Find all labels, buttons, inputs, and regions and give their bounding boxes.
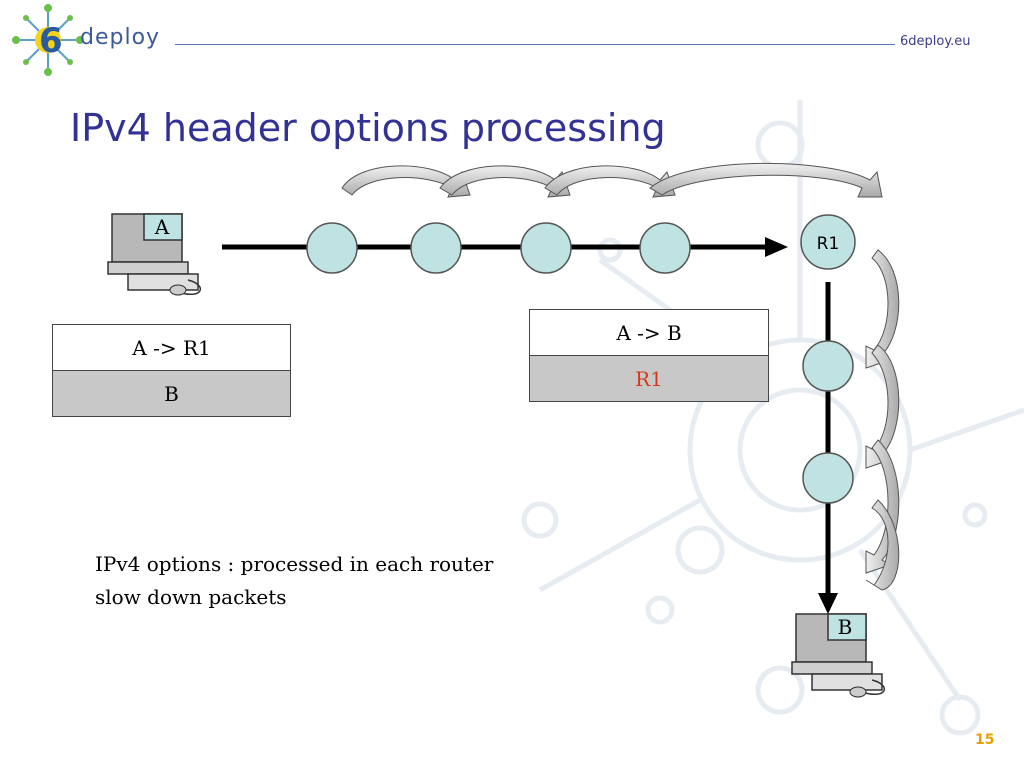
computer-b-icon — [791, 613, 885, 698]
header-table-source: A -> R1 B — [52, 324, 291, 417]
header-router-row1: A -> B — [530, 310, 768, 356]
router-label: R1 — [817, 234, 840, 254]
header-rule — [175, 44, 895, 45]
computer-a-icon — [107, 213, 201, 296]
header-table-after-router: A -> B R1 — [529, 309, 769, 402]
arrowhead-to-r1 — [765, 237, 788, 257]
logo-6deploy: 6 — [12, 4, 84, 76]
caption: IPv4 options : processed in each router … — [95, 548, 493, 614]
caption-line-2: slow down packets — [95, 585, 287, 609]
hop-arrows-horizontal — [341, 162, 883, 198]
host-a-label: A — [154, 215, 170, 239]
svg-text:6: 6 — [39, 21, 63, 61]
hop-arrows-vertical — [865, 249, 900, 591]
hop-node-1 — [306, 222, 358, 274]
router-node-r1 — [800, 214, 856, 270]
arrowhead-to-b — [818, 593, 838, 614]
caption-line-1: IPv4 options : processed in each router — [95, 552, 494, 576]
logo-text: deploy — [80, 25, 161, 50]
header-source-row2: B — [53, 371, 290, 416]
hop-node-2 — [410, 222, 462, 274]
header-source-row1: A -> R1 — [53, 325, 290, 371]
site-url: 6deploy.eu — [900, 34, 971, 49]
hop-node-4 — [639, 222, 691, 274]
page-number: 15 — [975, 732, 995, 748]
hop-node-6 — [802, 452, 854, 504]
hop-node-3 — [520, 222, 572, 274]
slide-title: IPv4 header options processing — [70, 106, 666, 150]
header-router-row2: R1 — [530, 356, 768, 401]
host-b-label: B — [838, 615, 853, 639]
hop-node-5 — [802, 340, 854, 392]
